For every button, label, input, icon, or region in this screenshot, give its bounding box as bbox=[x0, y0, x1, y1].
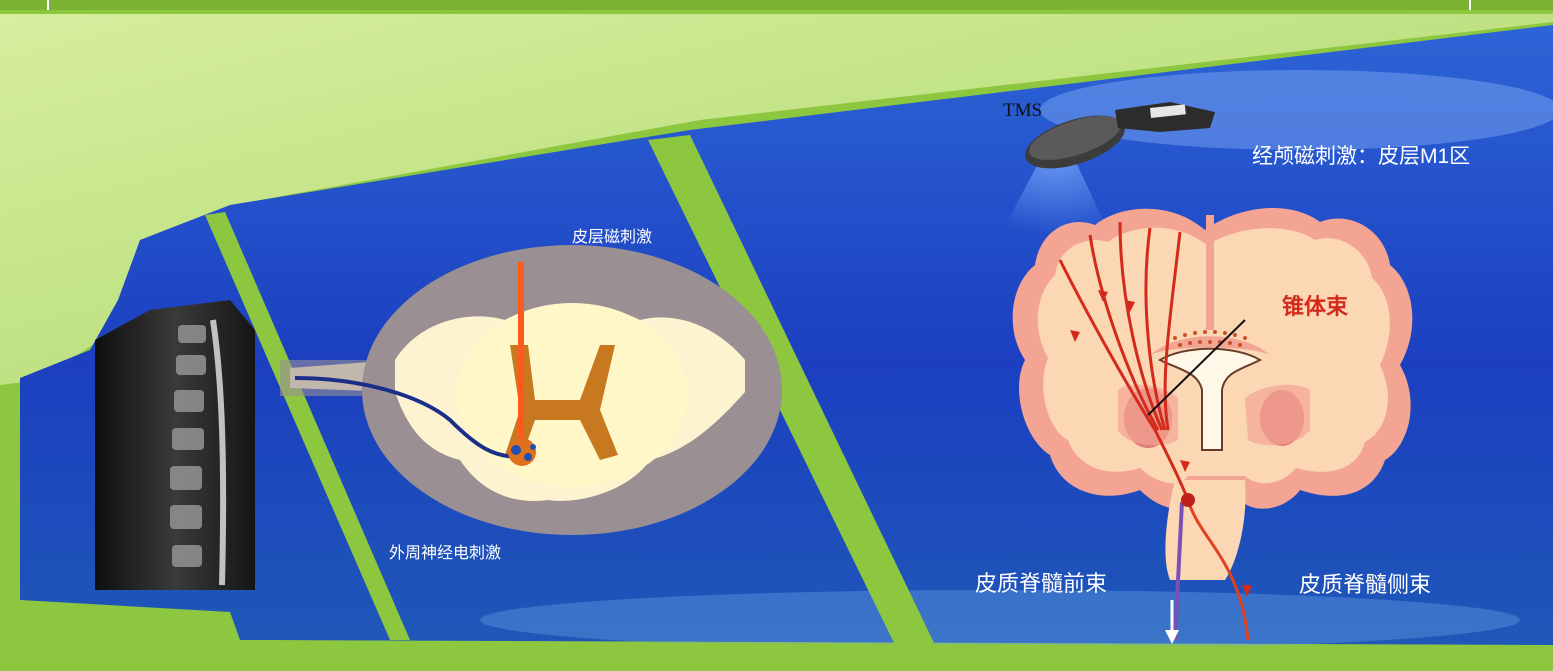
tms-title-label: 经颅磁刺激：皮层M1区 bbox=[1252, 146, 1470, 167]
lateral-corticospinal-tract-label: 皮质脊髓侧束 bbox=[1299, 574, 1431, 596]
anterior-corticospinal-tract-label: 皮质脊髓前束 bbox=[975, 573, 1107, 595]
tms-label: TMS bbox=[1003, 101, 1042, 120]
peripheral-electric-stimulation-label: 外周神经电刺激 bbox=[389, 546, 501, 562]
spine-mri-image bbox=[95, 300, 255, 590]
pyramidal-tract-label: 锥体束 bbox=[1282, 296, 1348, 318]
cortical-magnetic-stimulation-label: 皮层磁刺激 bbox=[572, 230, 652, 246]
